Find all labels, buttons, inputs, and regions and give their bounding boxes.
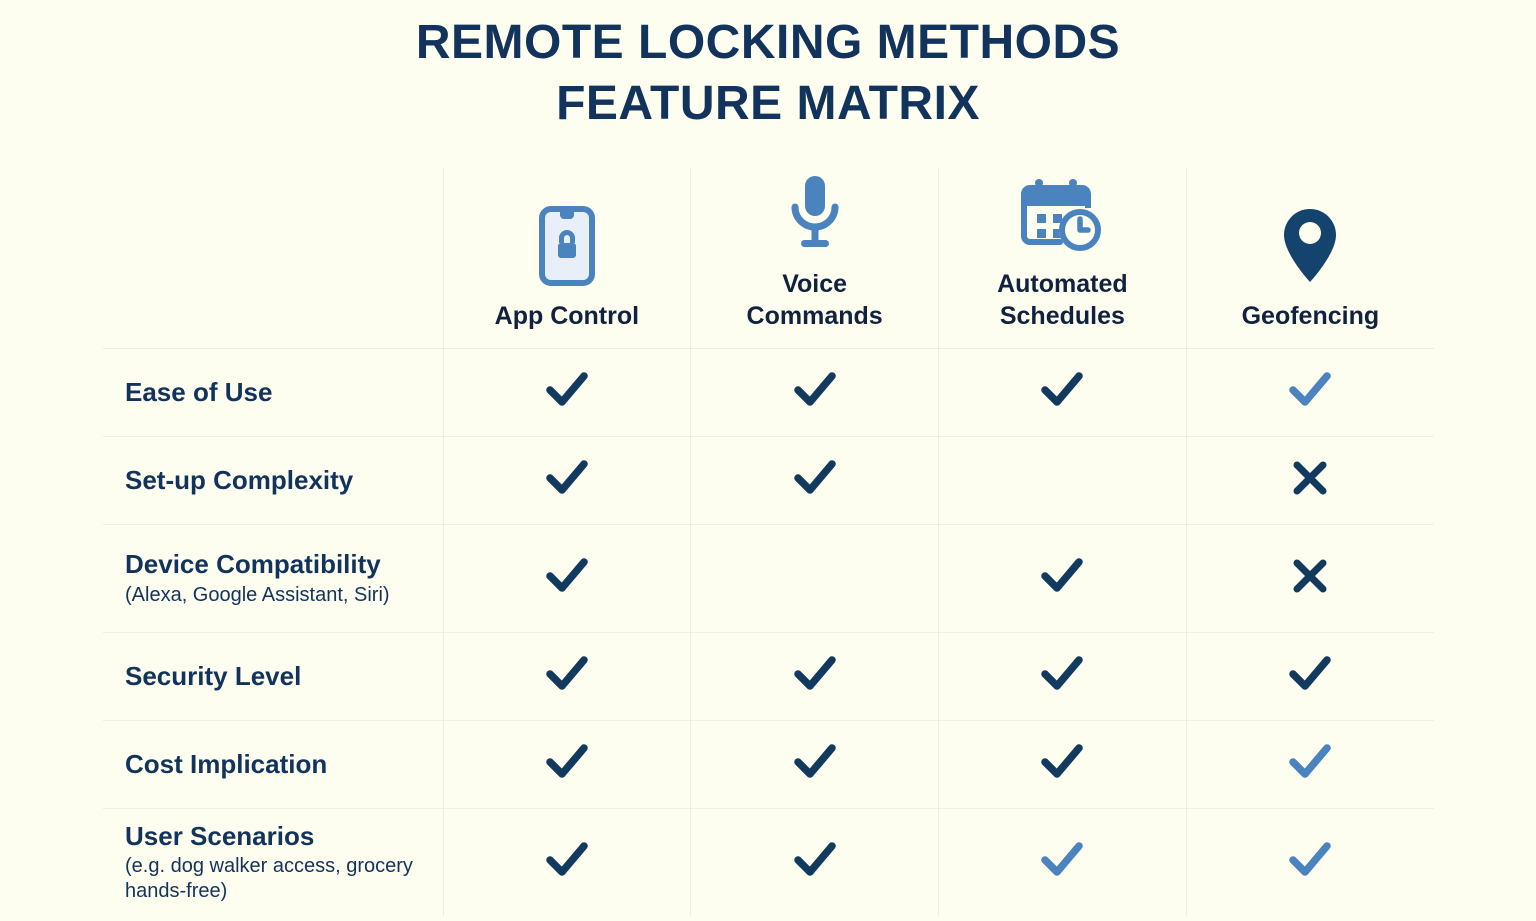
matrix-cell xyxy=(938,348,1187,437)
empty-cell xyxy=(814,582,815,583)
matrix-cell xyxy=(938,436,1187,525)
matrix-cell xyxy=(690,632,939,721)
row-label-cell: Ease of Use xyxy=(103,348,443,437)
phone-lock-icon xyxy=(450,200,685,286)
table-row: Set-up Complexity xyxy=(103,436,1434,525)
column-header-app-control: App Control xyxy=(442,168,691,349)
table-row: User Scenarios (e.g. dog walker access, g… xyxy=(103,808,1434,916)
check-mark-icon xyxy=(1287,654,1333,694)
table-body: Ease of Use Set-up Complexity Device Com… xyxy=(103,348,1434,916)
column-header-label: App Control xyxy=(494,302,640,330)
matrix-cell xyxy=(690,436,939,525)
row-header-corner xyxy=(103,168,443,349)
check-mark-icon xyxy=(792,654,838,694)
row-label: Cost Implication xyxy=(125,749,328,780)
column-header-geofencing: Geofencing xyxy=(1185,168,1434,349)
check-mark-icon xyxy=(1039,742,1085,782)
row-sublabel: (Alexa, Google Assistant, Siri) xyxy=(125,583,390,606)
check-mark-light-icon xyxy=(1039,840,1085,880)
check-mark-icon xyxy=(792,458,838,498)
check-mark-light-icon xyxy=(1287,840,1333,880)
matrix-cell xyxy=(442,720,691,809)
table-row: Cost Implication xyxy=(103,720,1434,809)
matrix-cell xyxy=(442,348,691,437)
matrix-cell xyxy=(442,524,691,633)
page-title: Remote Locking Methods Feature Matrix xyxy=(0,0,1536,135)
matrix-cell xyxy=(938,808,1187,916)
matrix-cell xyxy=(1185,808,1434,916)
row-label-cell: Security Level xyxy=(103,632,443,721)
check-mark-icon xyxy=(1039,654,1085,694)
matrix-cell xyxy=(1185,524,1434,633)
check-mark-icon xyxy=(544,370,590,410)
check-mark-icon xyxy=(792,370,838,410)
matrix-cell xyxy=(1185,348,1434,437)
row-label: Set-up Complexity xyxy=(125,465,354,496)
calendar-clock-icon xyxy=(945,168,1180,254)
check-mark-icon xyxy=(544,840,590,880)
check-mark-icon xyxy=(544,556,590,596)
matrix-cell xyxy=(690,348,939,437)
title-line-1: Remote Locking Methods xyxy=(415,16,1121,69)
matrix-cell xyxy=(442,632,691,721)
matrix-cell xyxy=(690,720,939,809)
row-label-cell: User Scenarios (e.g. dog walker access, g… xyxy=(103,808,443,916)
matrix-cell xyxy=(1185,436,1434,525)
check-mark-icon xyxy=(544,654,590,694)
matrix-cell xyxy=(1185,632,1434,721)
matrix-cell xyxy=(938,524,1187,633)
check-mark-icon xyxy=(1039,370,1085,410)
check-mark-icon xyxy=(792,840,838,880)
check-mark-light-icon xyxy=(1287,370,1333,410)
column-header-label: Geofencing xyxy=(1241,302,1380,330)
check-mark-icon xyxy=(544,742,590,782)
row-label-cell: Set-up Complexity xyxy=(103,436,443,525)
table-row: Device Compatibility (Alexa, Google Assis… xyxy=(103,524,1434,633)
matrix-cell xyxy=(690,524,939,633)
row-sublabel: (e.g. dog walker access, grocery hands-f… xyxy=(125,855,413,903)
matrix-cell xyxy=(1185,720,1434,809)
check-mark-icon xyxy=(1039,556,1085,596)
row-label: Device Compatibility xyxy=(125,549,381,580)
check-mark-light-icon xyxy=(1287,742,1333,782)
matrix-cell xyxy=(938,720,1187,809)
microphone-icon xyxy=(697,168,932,254)
row-label: User Scenarios xyxy=(125,820,315,851)
row-label-cell: Device Compatibility (Alexa, Google Assis… xyxy=(103,524,443,633)
row-label: Ease of Use xyxy=(125,377,273,408)
title-line-2: Feature Matrix xyxy=(556,77,980,131)
matrix-cell xyxy=(442,808,691,916)
row-label-cell: Cost Implication xyxy=(103,720,443,809)
matrix-cell xyxy=(442,436,691,525)
check-mark-icon xyxy=(544,458,590,498)
cross-mark-icon xyxy=(1290,458,1330,498)
matrix-cell xyxy=(690,808,939,916)
matrix-cell xyxy=(938,632,1187,721)
cross-mark-icon xyxy=(1290,556,1330,596)
table-row: Security Level xyxy=(103,632,1434,721)
empty-cell xyxy=(1062,484,1063,485)
row-label: Security Level xyxy=(125,661,302,692)
location-pin-icon xyxy=(1193,200,1428,286)
check-mark-icon xyxy=(792,742,838,782)
table-row: Ease of Use xyxy=(103,348,1434,437)
